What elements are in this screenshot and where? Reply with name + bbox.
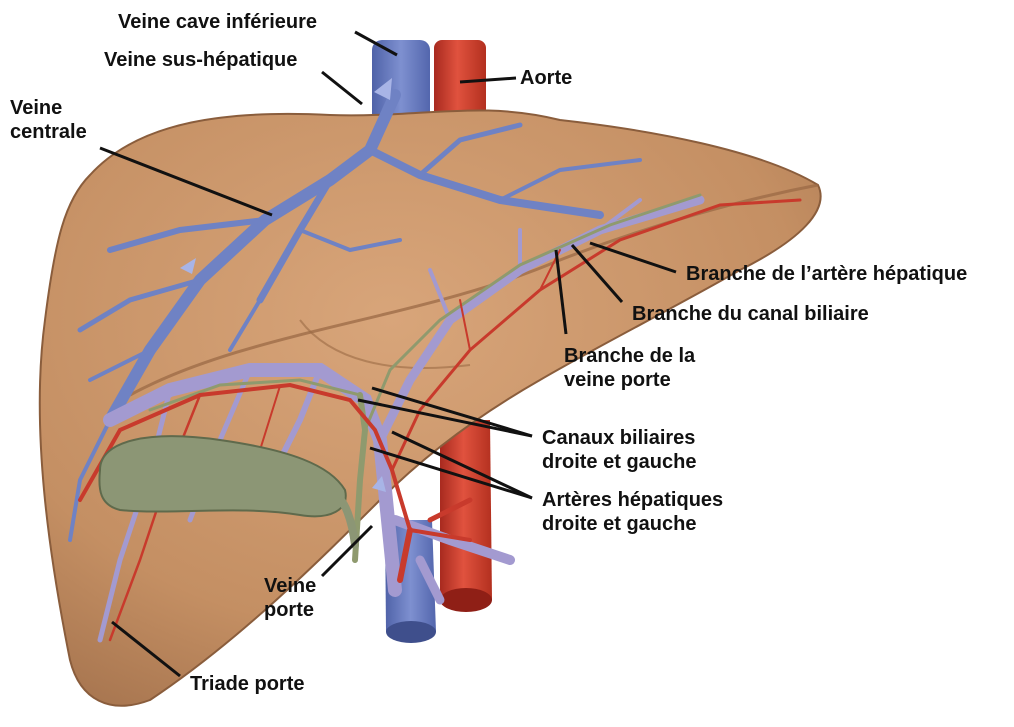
- label-aorte: Aorte: [520, 66, 572, 90]
- label-branche-veine-porte: Branche de la veine porte: [564, 344, 695, 392]
- label-branche-canal-biliaire: Branche du canal biliaire: [632, 302, 869, 326]
- label-veine-porte: Veine porte: [264, 574, 316, 622]
- label-canaux-biliaires: Canaux biliaires droite et gauche: [542, 426, 696, 474]
- label-branche-veine-porte-line2: veine porte: [564, 368, 695, 392]
- label-veine-porte-line2: porte: [264, 598, 316, 622]
- label-veine-sus-hepatique: Veine sus-hépatique: [104, 48, 297, 72]
- label-veine-centrale: Veine centrale: [10, 96, 87, 144]
- label-arteres-hepatiques-line2: droite et gauche: [542, 512, 723, 536]
- label-canaux-biliaires-line1: Canaux biliaires: [542, 426, 696, 450]
- label-branche-artere-hepatique: Branche de l’artère hépatique: [686, 262, 967, 286]
- label-canaux-biliaires-line2: droite et gauche: [542, 450, 696, 474]
- label-arteres-hepatiques: Artères hépatiques droite et gauche: [542, 488, 723, 536]
- label-veine-centrale-line1: Veine: [10, 96, 87, 120]
- label-veine-cave-inferieure: Veine cave inférieure: [118, 10, 317, 34]
- label-veine-centrale-line2: centrale: [10, 120, 87, 144]
- label-arteres-hepatiques-line1: Artères hépatiques: [542, 488, 723, 512]
- label-branche-veine-porte-line1: Branche de la: [564, 344, 695, 368]
- label-veine-porte-line1: Veine: [264, 574, 316, 598]
- label-triade-porte: Triade porte: [190, 672, 304, 696]
